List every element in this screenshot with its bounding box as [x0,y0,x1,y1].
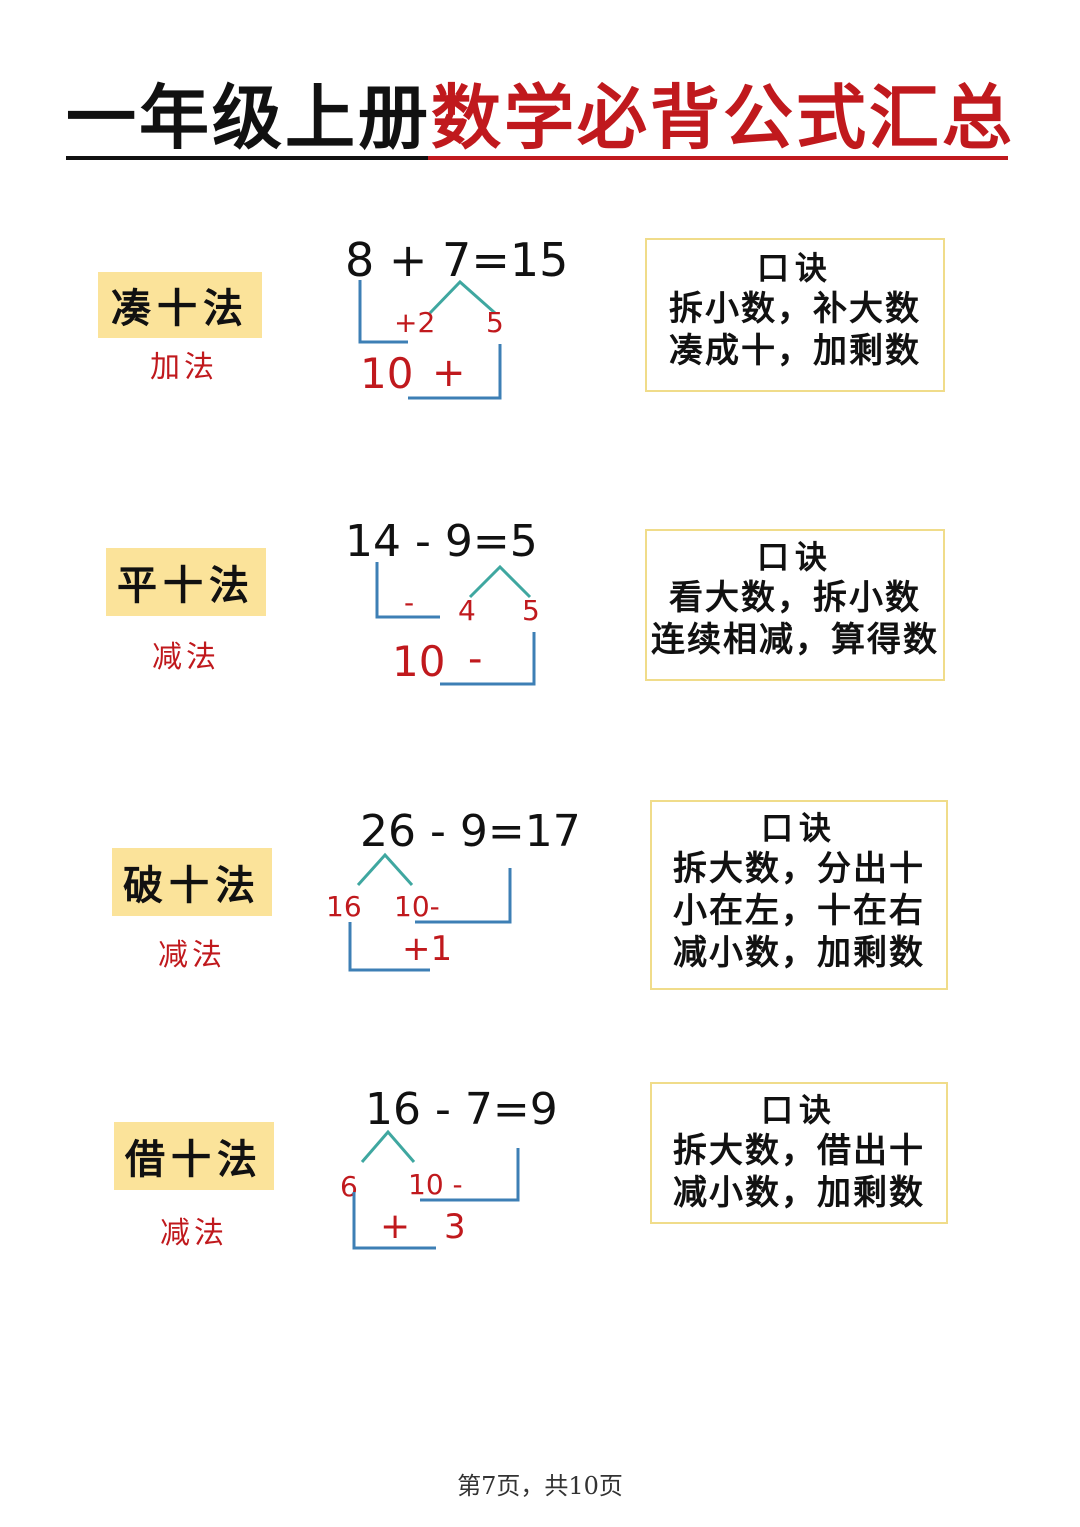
split-value-2b: 5 [522,594,540,627]
operation-label-3: 减法 [158,938,226,973]
bracket-left-2 [375,562,440,619]
tip-line: 连续相减，算得数 [651,620,939,660]
equation-2: 14 - 9=5 [345,516,538,567]
tip-line: 拆大数，借出十 [673,1131,925,1171]
branch-line-3 [356,852,414,887]
bracket-top-3 [415,868,512,924]
equation-3: 26 - 9=17 [360,806,581,857]
bracket-right-2 [440,632,536,686]
method-label-2: 平十法 [106,548,266,616]
tip-title-1: 口诀 [756,249,833,287]
equation-4: 16 - 7=9 [365,1084,558,1135]
equation-1: 8 + 7=15 [345,233,568,287]
operation-label-2: 减法 [152,640,220,675]
branch-line-1 [428,279,496,315]
tip-box-2: 口诀 看大数，拆小数 连续相减，算得数 [645,529,945,681]
minus-mark-2: - [404,586,414,619]
branch-line-2 [468,564,532,599]
split-value-1b: 5 [486,306,504,339]
split-value-2a: 4 [458,594,476,627]
bottom-op-2: - [468,636,482,682]
tip-box-1: 口诀 拆小数，补大数 凑成十，加剩数 [645,238,945,392]
bracket-bottom-3 [348,922,430,972]
split-value-4b: 10 - [408,1168,463,1201]
split-value-3a: 16 [326,890,362,923]
title-underline-red [428,156,1008,160]
tip-box-4: 口诀 拆大数，借出十 减小数，加剩数 [650,1082,948,1224]
tip-line: 小在左，十在右 [673,891,925,931]
bottom-op-4: + [380,1206,410,1247]
page-number: 第7页，共10页 [457,1472,623,1500]
tip-line: 拆小数，补大数 [669,289,921,329]
bracket-right-1 [408,344,502,400]
operation-label-4: 减法 [160,1216,228,1251]
bottom-right-3: +1 [402,929,452,969]
operation-label-1: 加法 [150,350,218,385]
tip-line: 看大数，拆小数 [669,578,921,618]
split-value-3b: 10- [394,890,440,923]
tip-title-4: 口诀 [760,1091,837,1129]
bracket-top-4 [420,1148,520,1202]
bottom-left-1: 10 [360,349,413,398]
tip-line: 减小数，加剩数 [673,933,925,973]
branch-line-4 [360,1129,416,1163]
bottom-op-1: + [432,350,466,396]
diagram-2: 14 - 9=5 - 4 5 10 - [345,516,540,686]
page-title: 一年级上册数学必背公式汇总 [66,76,1012,159]
tip-line: 凑成十，加剩数 [669,331,921,371]
method-label-3: 破十法 [112,848,272,916]
method-label-1: 凑十法 [98,272,262,338]
title-part-red: 数学必背公式汇总 [431,76,1015,159]
tip-line: 减小数，加剩数 [673,1173,925,1213]
diagram-3: 26 - 9=17 16 10- +1 [326,806,581,972]
tip-box-3: 口诀 拆大数，分出十 小在左，十在右 减小数，加剩数 [650,800,948,990]
tip-line: 拆大数，分出十 [673,849,925,889]
bracket-bottom-4 [352,1192,436,1250]
split-value-1a: +2 [394,306,435,339]
method-label-4: 借十法 [114,1122,274,1190]
bottom-left-2: 10 [392,637,445,686]
bottom-right-4: 3 [444,1207,466,1247]
diagram-1: 8 + 7=15 +2 5 10 + [345,233,568,400]
title-part-black: 一年级上册 [66,76,431,159]
title-underline-black [66,156,428,160]
tip-title-2: 口诀 [756,538,833,576]
diagram-4: 16 - 7=9 6 10 - + 3 [340,1084,558,1250]
tip-title-3: 口诀 [760,809,837,847]
bracket-left-1 [358,280,408,344]
